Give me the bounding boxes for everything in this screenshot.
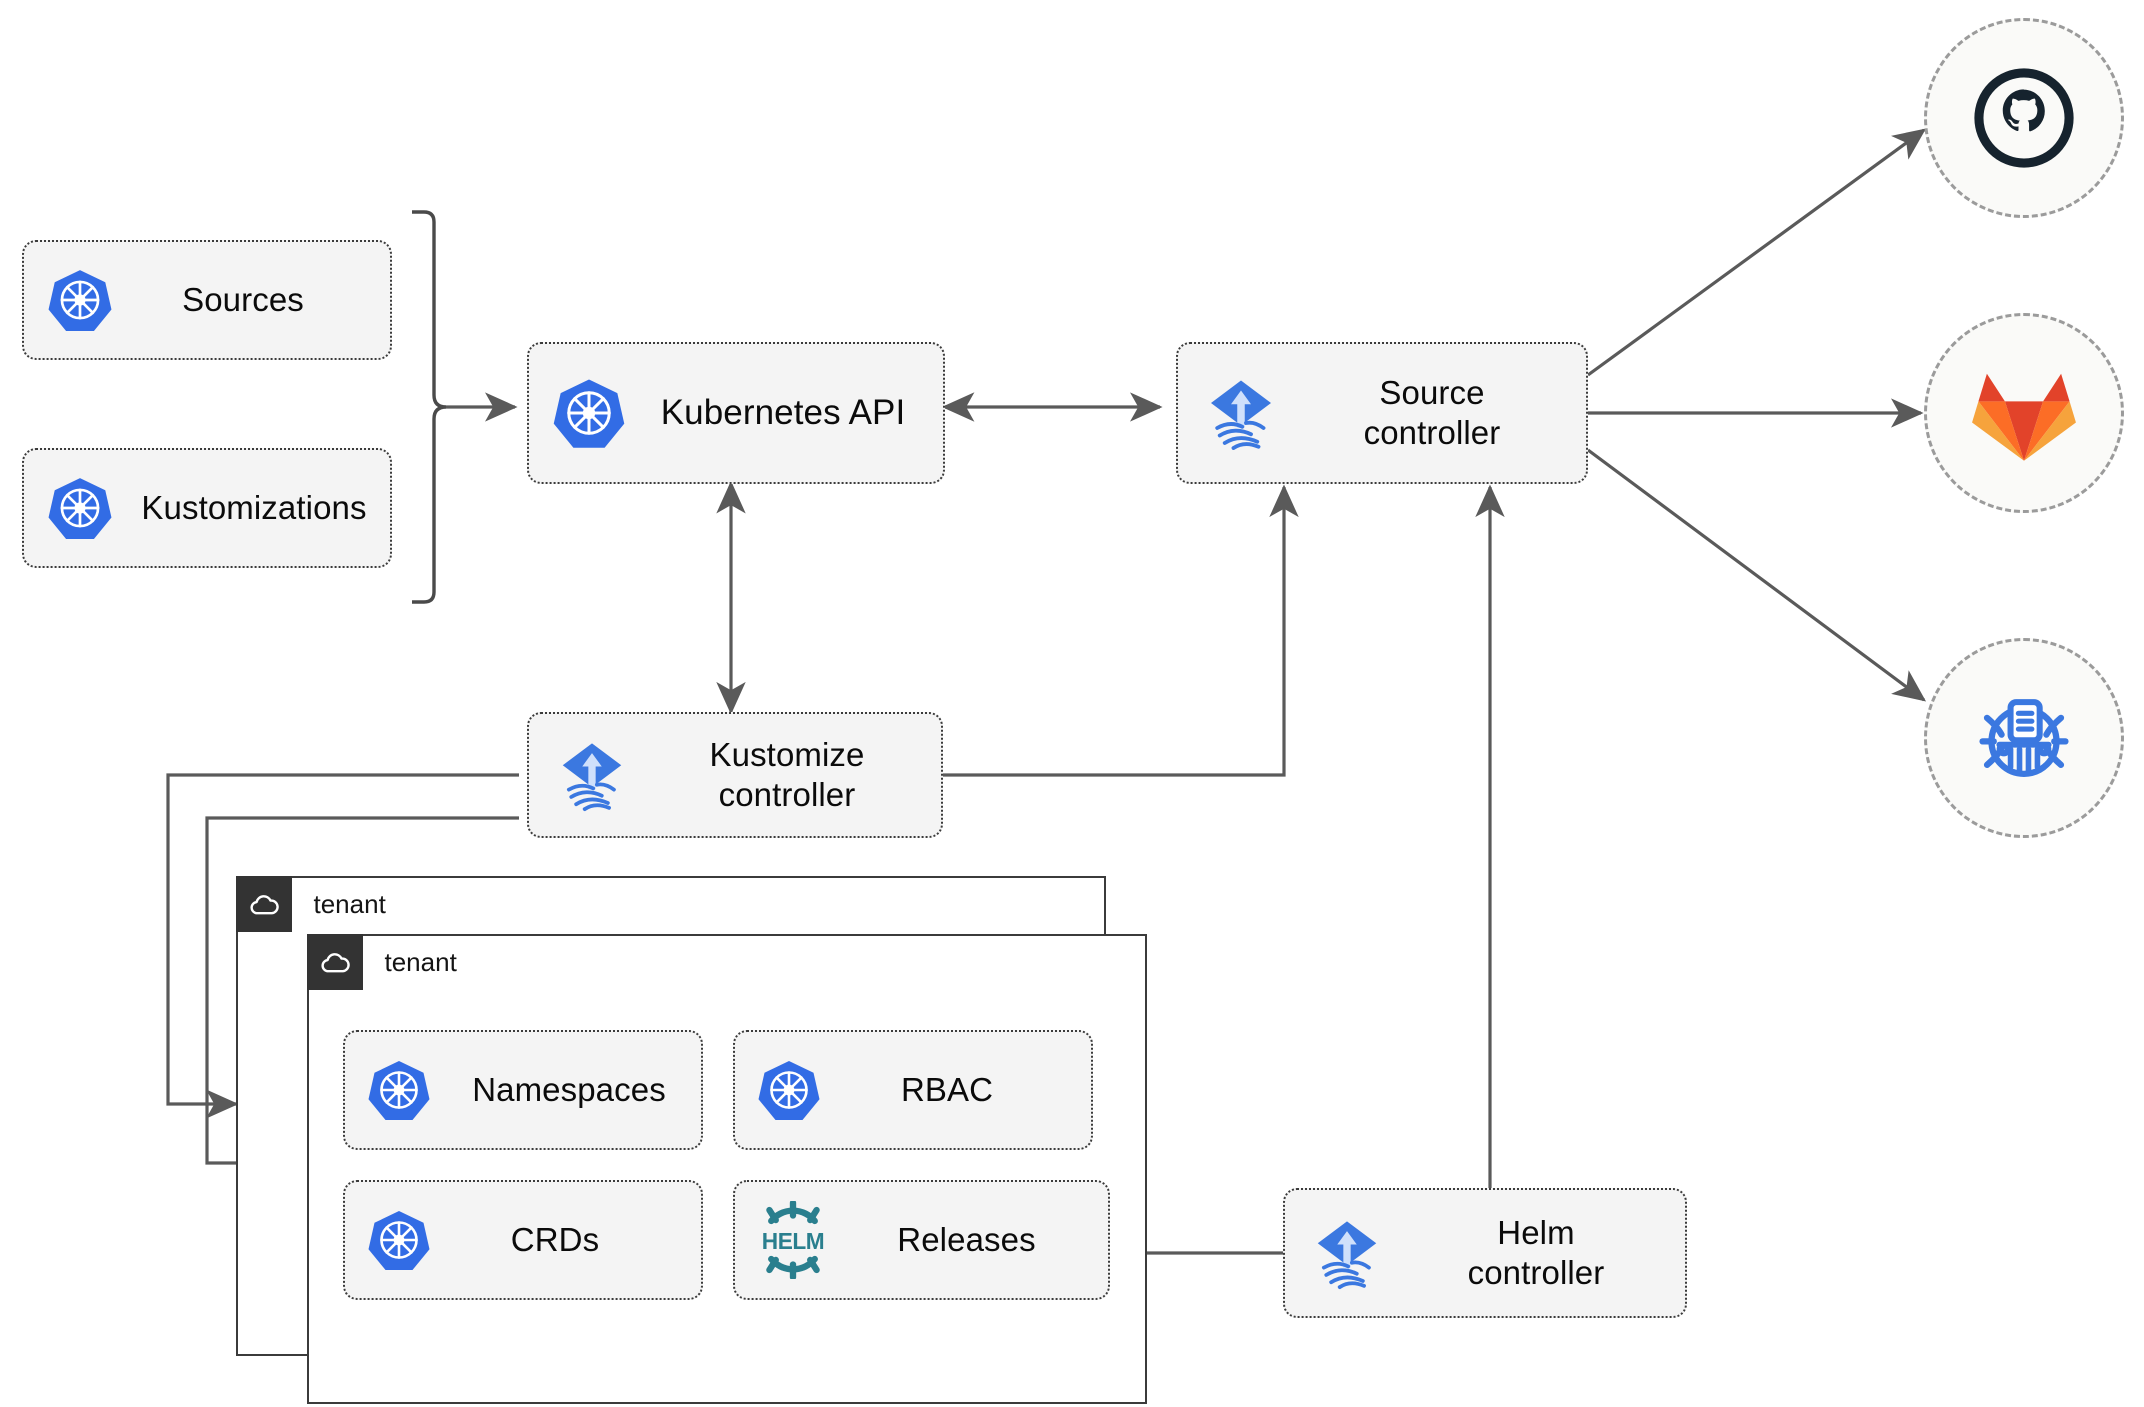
node-label: Kubernetes API [660,392,906,432]
node-label: Kustomizations [141,488,367,526]
node-label: RBAC [900,1070,994,1108]
kubernetes-icon [529,376,649,450]
node-kubernetes-api[interactable]: Kubernetes API [527,342,945,484]
tenant-tab: tenant [235,875,386,932]
gitlab-icon [1972,373,2076,461]
node-label: Sources [182,280,304,318]
tenant-label: tenant [384,946,457,977]
node-releases[interactable]: HELM Releases [733,1180,1110,1300]
provider-helm-repository[interactable] [1924,638,2124,838]
node-namespaces[interactable]: Namespaces [343,1030,703,1150]
node-sources[interactable]: Sources [22,240,392,360]
kubernetes-icon [345,1208,453,1272]
provider-gitlab[interactable] [1924,313,2124,513]
flux-icon [1285,1214,1409,1292]
kubernetes-icon [24,267,136,333]
kubernetes-icon [735,1058,843,1122]
node-label: Helm controller [1467,1213,1605,1291]
helm-icon: HELM [735,1201,851,1279]
svg-text:HELM: HELM [762,1228,824,1254]
helm-repo-icon [1979,699,2069,777]
kubernetes-icon [345,1058,453,1122]
node-label: Releases [897,1220,1036,1258]
flux-icon [529,736,655,814]
flux-icon [1178,373,1304,453]
node-kustomizations[interactable]: Kustomizations [22,448,392,568]
tenant-frame-inner: tenant [306,933,1147,1404]
cloud-icon [306,933,363,990]
tenant-tab: tenant [306,933,457,990]
node-label: Namespaces [472,1070,666,1108]
tenant-label: tenant [313,888,386,919]
node-source-controller[interactable]: Source controller [1176,342,1588,484]
kubernetes-icon [24,475,136,541]
node-rbac[interactable]: RBAC [733,1030,1093,1150]
node-kustomize-controller[interactable]: Kustomize controller [527,712,943,838]
github-icon [1974,68,2074,168]
node-label: CRDs [510,1220,600,1258]
node-crds[interactable]: CRDs [343,1180,703,1300]
node-label: Source controller [1363,373,1501,451]
node-helm-controller[interactable]: Helm controller [1283,1188,1687,1318]
cloud-icon [235,875,292,932]
node-label: Kustomize controller [709,735,865,813]
provider-github[interactable] [1924,18,2124,218]
